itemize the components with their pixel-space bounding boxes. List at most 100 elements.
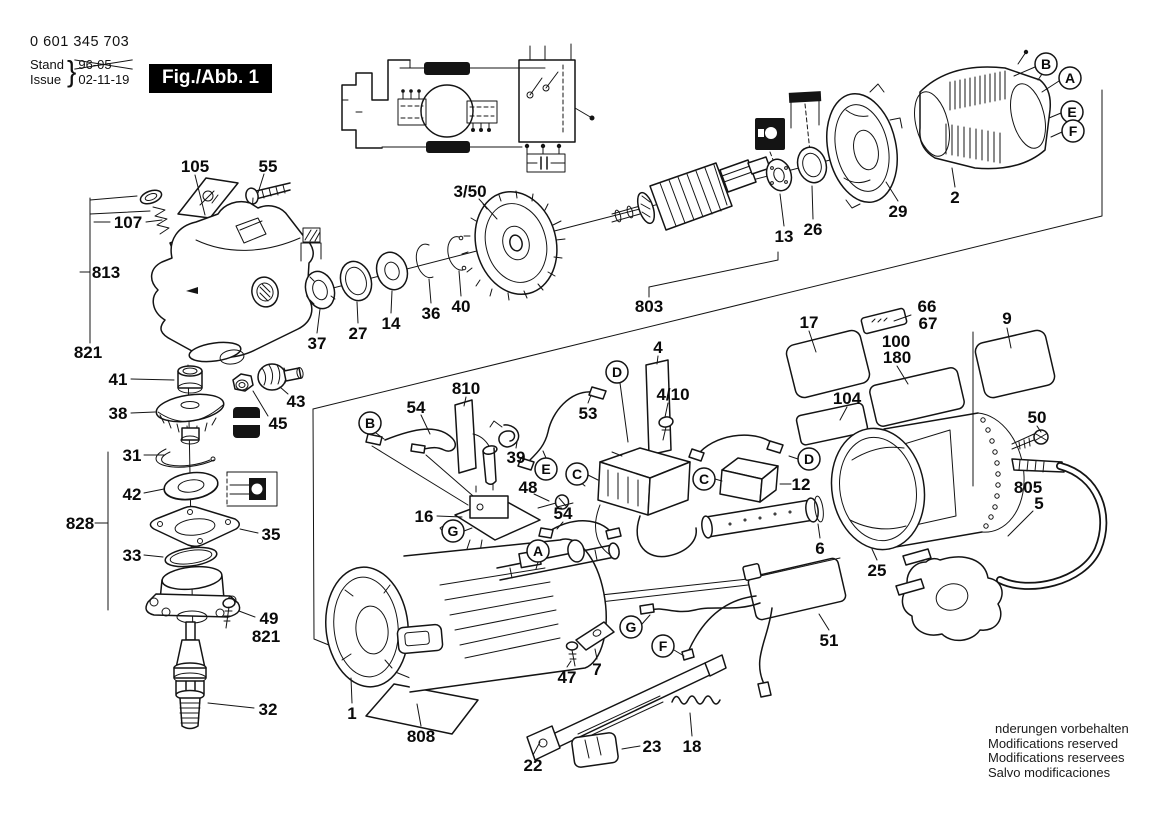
callout-letter-B: B — [1041, 56, 1051, 72]
part-label-6: 6 — [815, 539, 824, 558]
leader-line — [896, 365, 909, 385]
part-label-67: 67 — [919, 314, 938, 333]
leader-line — [871, 548, 878, 561]
callout-letter-D: D — [804, 451, 814, 467]
part-label-1: 1 — [347, 704, 356, 723]
callout-letter-F: F — [1069, 123, 1078, 139]
notice-line-fr: Modifications reservees — [988, 750, 1125, 766]
part-label-813: 813 — [92, 263, 120, 282]
part-label-808: 808 — [407, 727, 435, 746]
part-label-37: 37 — [308, 334, 327, 353]
leader-line — [811, 185, 814, 220]
leader-line — [316, 308, 321, 334]
part-label-5: 5 — [1034, 494, 1043, 513]
part-number: 0 601 345 703 — [30, 34, 130, 50]
part-label-23: 23 — [643, 737, 662, 756]
leader-line — [656, 355, 659, 365]
wiring-schematic — [341, 43, 595, 173]
leader-line — [207, 702, 255, 709]
leader-line — [1041, 80, 1060, 93]
leader-line — [463, 527, 473, 532]
part-label-48: 48 — [519, 478, 538, 497]
leader-line — [420, 414, 431, 435]
callout-circle-D — [797, 447, 821, 471]
callout-letter-C: C — [572, 466, 582, 482]
part-label-50: 50 — [1028, 408, 1047, 427]
callout-circle-E — [534, 457, 558, 481]
slider-switch-parts — [526, 621, 727, 768]
gear-train — [300, 190, 641, 310]
leader-line — [689, 712, 693, 737]
labels-and-housing-right — [785, 307, 1108, 642]
leader-line — [818, 613, 830, 631]
issue-row: Stand Issue } 96-05 02-11-19 — [30, 55, 130, 88]
callout-letter-E: E — [1067, 104, 1076, 120]
leader-line — [594, 648, 598, 660]
module-51 — [554, 557, 847, 698]
leader-line — [1036, 425, 1042, 433]
leader-line — [839, 406, 848, 421]
leader-line — [463, 396, 467, 407]
leader-line — [817, 523, 821, 539]
part-label-54: 54 — [407, 398, 426, 417]
part-label-40: 40 — [452, 297, 471, 316]
callout-circle-F — [651, 634, 675, 658]
leader-line — [1007, 510, 1034, 537]
part-label-18: 18 — [683, 737, 702, 756]
callout-letter-A: A — [1065, 70, 1075, 86]
gear-housing — [79, 177, 314, 365]
part-label-821: 821 — [252, 627, 280, 646]
callout-circle-G — [441, 519, 465, 543]
leader-line — [515, 441, 518, 449]
callout-circle-C — [692, 467, 716, 491]
modifications-notice: nderungen vorbehalten Modifications rese… — [988, 721, 1129, 780]
part-label-104: 104 — [833, 389, 862, 408]
part-label-4: 4 — [653, 338, 663, 357]
leader-line — [1006, 327, 1012, 349]
part-label-49: 49 — [260, 609, 279, 628]
figure-badge: Fig./Abb. 1 — [149, 64, 273, 93]
callout-circle-D — [605, 360, 629, 384]
callout-letter-E: E — [541, 461, 550, 477]
new-date: 02-11-19 — [78, 72, 130, 87]
leader-line — [779, 193, 785, 227]
leader-line — [1050, 131, 1063, 138]
callout-letter-A: A — [533, 543, 543, 559]
leader-line — [130, 378, 175, 381]
callout-letter-B: B — [365, 415, 375, 431]
part-label-47: 47 — [558, 668, 577, 687]
leader-line — [714, 478, 723, 482]
part-label-55: 55 — [259, 157, 278, 176]
part-label-13: 13 — [775, 227, 794, 246]
leader-line — [621, 745, 641, 750]
part-label-66: 66 — [918, 297, 937, 316]
part-label-17: 17 — [800, 313, 819, 332]
part-label-810: 810 — [452, 379, 480, 398]
part-label-38: 38 — [109, 404, 128, 423]
part-label-9: 9 — [1002, 309, 1011, 328]
part-label-26: 26 — [804, 220, 823, 239]
callout-circle-B — [1034, 52, 1058, 76]
motor-housing — [324, 538, 620, 735]
leader-line — [556, 521, 564, 530]
part-label-803: 803 — [635, 297, 663, 316]
leader-line — [143, 554, 164, 558]
part-label-2: 2 — [950, 188, 959, 207]
part-label-105: 105 — [181, 157, 209, 176]
leader-line — [239, 528, 259, 534]
part-label-36: 36 — [422, 304, 441, 323]
leader-line — [356, 301, 359, 324]
leader-line — [257, 173, 265, 194]
part-label-45: 45 — [269, 414, 288, 433]
old-date: 96-05 — [78, 57, 129, 72]
part-label-32: 32 — [259, 700, 278, 719]
leader-line — [1013, 66, 1036, 77]
leader-line — [143, 488, 165, 494]
callout-circle-A — [1058, 66, 1082, 90]
part-label-54: 54 — [554, 504, 573, 523]
callout-circle-G — [619, 615, 643, 639]
notice-line-es: Salvo modificaciones — [988, 764, 1111, 780]
callout-circle-F — [1061, 119, 1085, 143]
